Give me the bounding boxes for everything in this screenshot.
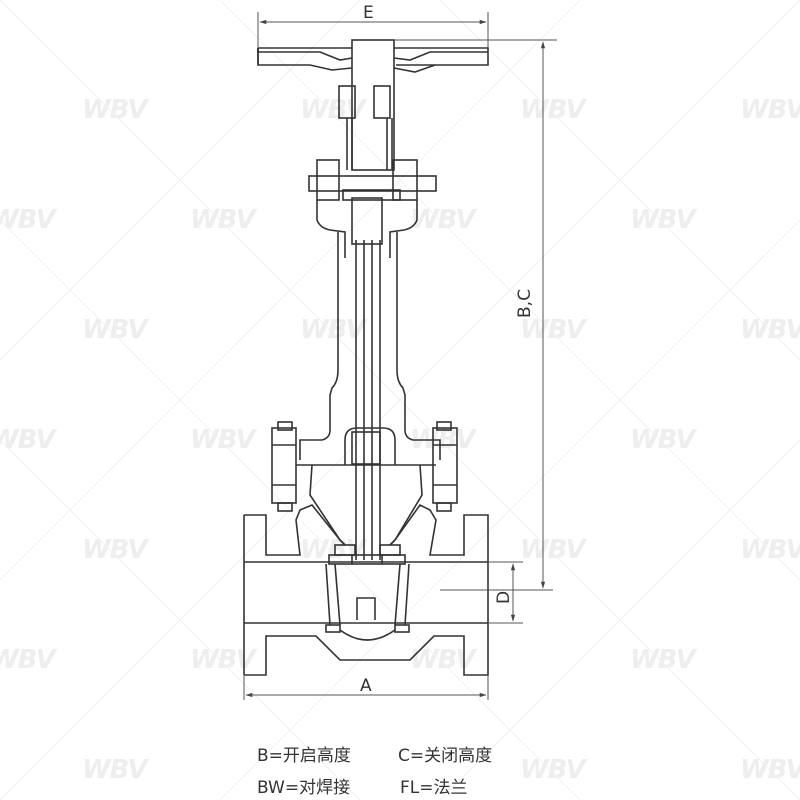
watermark-logo: WBV — [520, 535, 586, 565]
watermark-logo: WBV — [0, 425, 56, 455]
bonnet-flange — [271, 421, 458, 546]
stem-top — [351, 39, 395, 171]
watermark-logo: WBV — [630, 425, 696, 455]
watermark-logo: WBV — [82, 535, 148, 565]
watermark-logo: WBV — [300, 315, 366, 345]
valve-body — [243, 503, 489, 676]
watermark-logo: WBV — [630, 205, 696, 235]
dimension-e-label: E — [363, 3, 374, 23]
watermark-logo: WBV — [190, 425, 256, 455]
watermark-logo: WBV — [82, 95, 148, 125]
extension-bonnet — [299, 232, 441, 560]
watermark-logo: WBV — [0, 205, 56, 235]
watermark-logo: WBV — [82, 755, 148, 785]
watermark-logo: WBV — [520, 755, 586, 785]
dimension-a-label: A — [360, 676, 372, 696]
watermark-logo: WBV — [520, 315, 586, 345]
watermark-logo: WBV — [0, 645, 56, 675]
handwheel — [257, 47, 489, 73]
watermark-logo: WBV — [410, 205, 476, 235]
dimension-lines — [243, 12, 557, 700]
dimension-d-label: D — [494, 590, 514, 604]
watermark-logo: WBV — [520, 95, 586, 125]
legend-item-b: B=开启高度 — [257, 746, 351, 766]
watermark-logo: WBV — [190, 205, 256, 235]
legend-item-c: C=关闭高度 — [398, 746, 493, 766]
yoke — [308, 159, 437, 258]
valve-outline — [243, 39, 489, 676]
watermark-logo: WBV — [740, 95, 800, 125]
watermark-logo: WBV — [630, 645, 696, 675]
watermark-logo: WBV — [82, 315, 148, 345]
legend-item-bw: BW=对焊接 — [257, 778, 351, 798]
dimension-bc-label: B,C — [515, 289, 535, 318]
legend-item-fl: FL=法兰 — [400, 778, 468, 798]
